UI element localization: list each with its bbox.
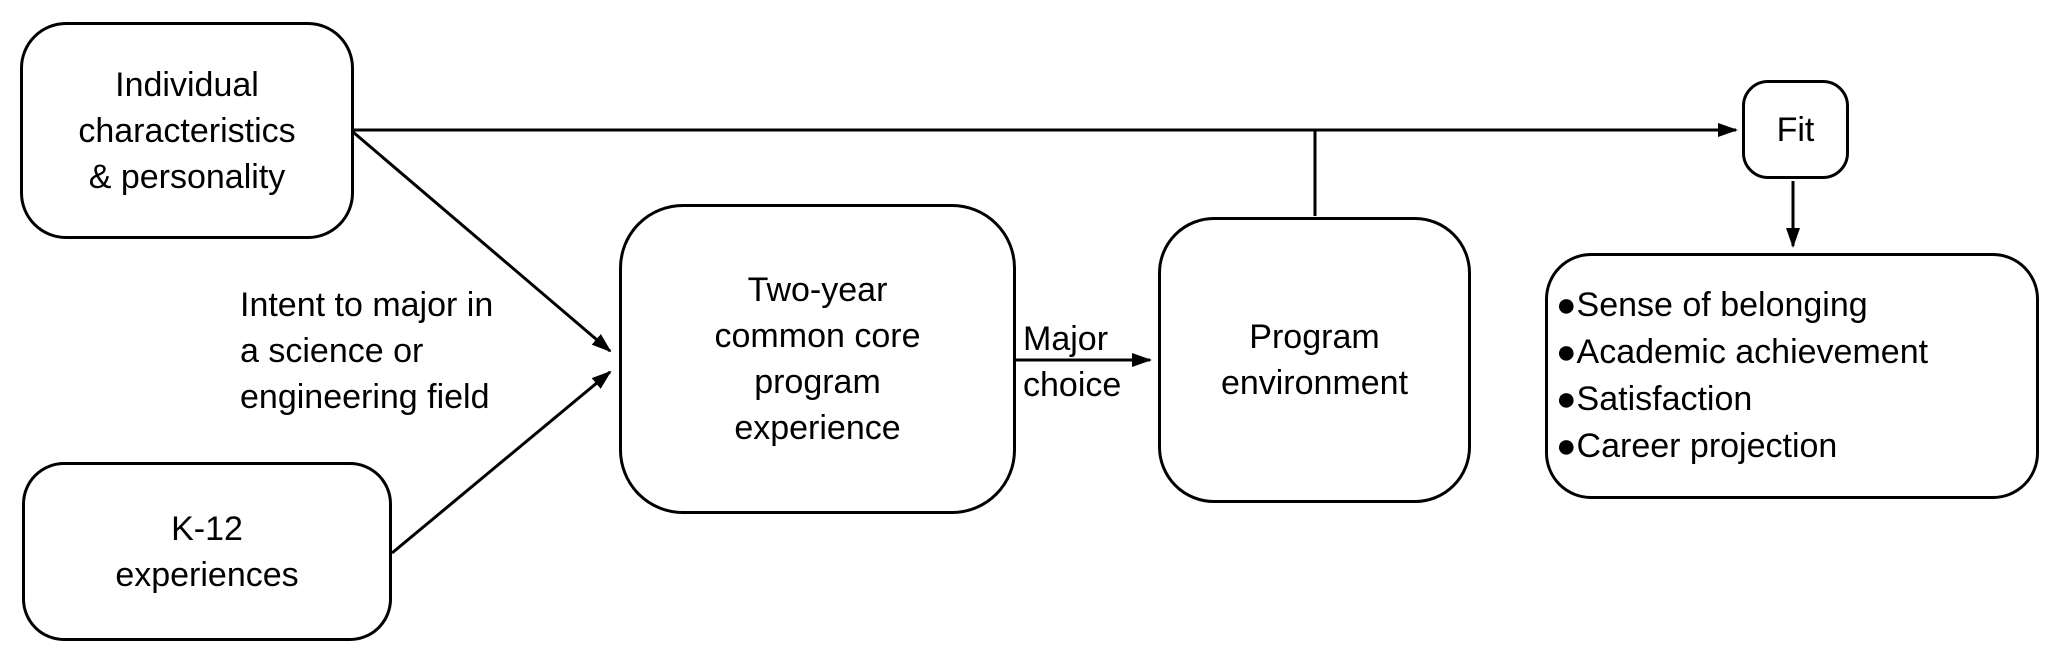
edge-label-intent-to-major: Intent to major in a science or engineer… <box>240 286 494 416</box>
bullet-icon: ● <box>1556 380 1577 418</box>
node-program-environment: Program environment <box>1158 217 1471 503</box>
bullet-icon: ● <box>1556 286 1577 324</box>
outcome-item-career-projection: ●Career projection <box>1556 423 1837 470</box>
outcome-label: Sense of belonging <box>1576 286 1868 324</box>
outcome-item-satisfaction: ●Satisfaction <box>1556 376 1752 423</box>
outcome-item-academic-achievement: ●Academic achievement <box>1556 329 1928 376</box>
edge-label-major-choice: Major choice <box>1023 320 1122 404</box>
outcome-label: Academic achievement <box>1576 333 1929 371</box>
outcome-item-sense-of-belonging: ●Sense of belonging <box>1556 282 1868 329</box>
node-individual-characteristics: Individual characteristics & personality <box>20 22 354 239</box>
node-two-year-common-core: Two-year common core program experience <box>619 204 1016 514</box>
outcome-label: Career projection <box>1576 427 1838 465</box>
node-fit: Fit <box>1742 80 1849 179</box>
node-k12-experiences: K-12 experiences <box>22 462 392 641</box>
outcome-label: Satisfaction <box>1576 380 1753 418</box>
node-outcomes: ●Sense of belonging ●Academic achievemen… <box>1545 253 2039 499</box>
bullet-icon: ● <box>1556 427 1577 465</box>
bullet-icon: ● <box>1556 333 1577 371</box>
